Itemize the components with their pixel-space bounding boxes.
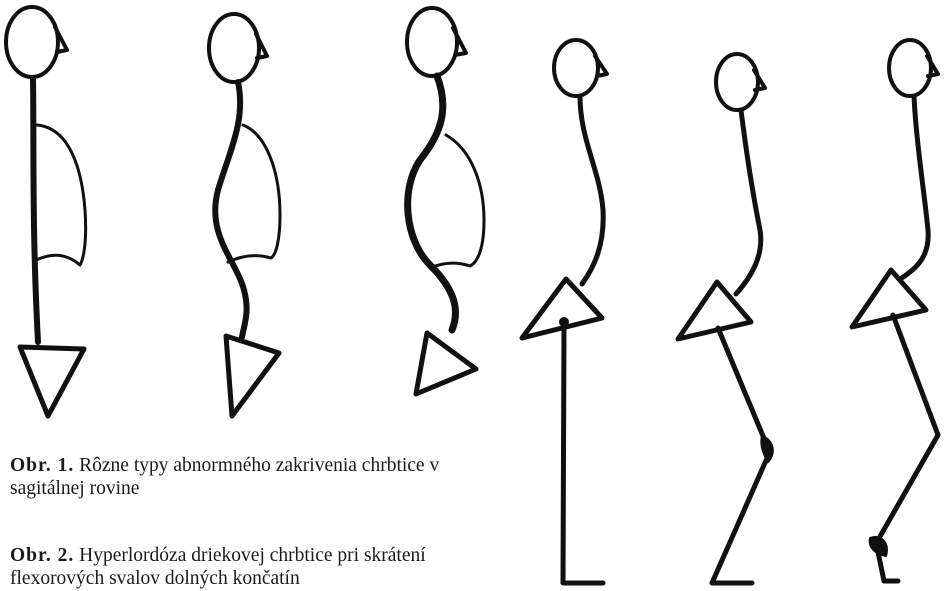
ribcage (430, 135, 484, 268)
shin-line (712, 456, 768, 583)
foot-line (878, 552, 898, 581)
caption-figure-1-text: Rôzne typy abnormného zakrivenia chrbtic… (10, 455, 439, 499)
spine-line (408, 76, 456, 330)
spine-line (900, 96, 928, 279)
spine-line (580, 96, 603, 284)
figure1-spine-3 (407, 8, 484, 394)
figure2-figure-2 (678, 54, 773, 583)
pelvis (226, 336, 279, 416)
figure1-spine-1 (6, 7, 86, 416)
caption-figure-2: Obr. 2. Hyperlordóza driekovej chrbtice … (10, 544, 480, 590)
pelvis (852, 270, 926, 327)
figure2-figure-1 (522, 40, 607, 583)
ribcage (36, 125, 86, 265)
shin-line (878, 435, 938, 540)
caption-figure-2-label: Obr. 2. (10, 545, 74, 566)
figure1-spine-2 (209, 14, 280, 416)
head (889, 40, 931, 96)
head (716, 54, 758, 110)
ribcage (228, 125, 280, 262)
head (209, 14, 259, 82)
spine-line (215, 82, 246, 337)
thigh-line (718, 328, 768, 448)
spine-line (33, 78, 38, 342)
caption-figure-1-label: Obr. 1. (10, 455, 74, 476)
thigh-line (893, 315, 938, 435)
caption-figure-1: Obr. 1. Rôzne typy abnormného zakrivenia… (10, 454, 480, 500)
head (6, 7, 58, 77)
pelvis (416, 333, 476, 394)
head (407, 8, 457, 76)
figure2-figure-3 (852, 40, 938, 581)
head (554, 40, 598, 96)
spine-line (736, 110, 761, 294)
pelvis (20, 347, 84, 416)
leg-line (563, 325, 603, 583)
